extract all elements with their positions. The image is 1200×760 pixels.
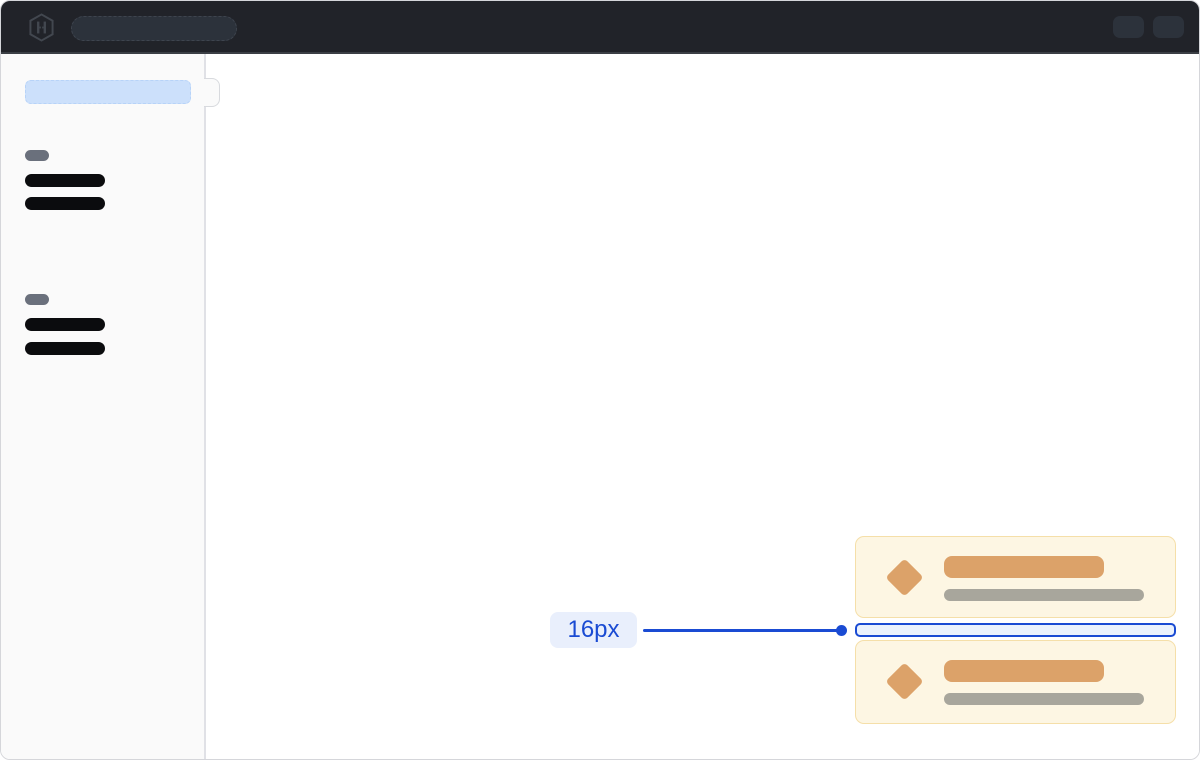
search-input[interactable] bbox=[71, 16, 237, 41]
toast-title-skeleton bbox=[944, 556, 1104, 578]
toast-card[interactable] bbox=[855, 536, 1176, 618]
annotation-leader-line bbox=[643, 629, 838, 632]
toast-text-skeleton bbox=[944, 589, 1144, 601]
topbar-action-button[interactable] bbox=[1113, 16, 1144, 38]
sidebar bbox=[1, 54, 206, 759]
sidebar-selected-item[interactable] bbox=[25, 80, 191, 104]
sidebar-section-label bbox=[25, 150, 49, 161]
annotation-dot bbox=[836, 625, 847, 636]
spacing-annotation-label: 16px bbox=[550, 612, 637, 648]
spacing-highlight bbox=[855, 623, 1176, 637]
toast-text-skeleton bbox=[944, 693, 1144, 705]
top-navigation-bar bbox=[1, 1, 1199, 54]
sidebar-item[interactable] bbox=[25, 342, 105, 355]
diamond-icon bbox=[885, 558, 924, 597]
sidebar-section-label bbox=[25, 294, 49, 305]
toast-card[interactable] bbox=[855, 640, 1176, 724]
sidebar-item[interactable] bbox=[25, 174, 105, 187]
sidebar-item[interactable] bbox=[25, 197, 105, 210]
toast-title-skeleton bbox=[944, 660, 1104, 682]
diamond-icon bbox=[885, 662, 924, 701]
hashicorp-logo-icon[interactable] bbox=[28, 13, 55, 42]
sidebar-item[interactable] bbox=[25, 318, 105, 331]
topbar-action-button[interactable] bbox=[1153, 16, 1184, 38]
sidebar-toggle-handle[interactable] bbox=[204, 78, 220, 107]
